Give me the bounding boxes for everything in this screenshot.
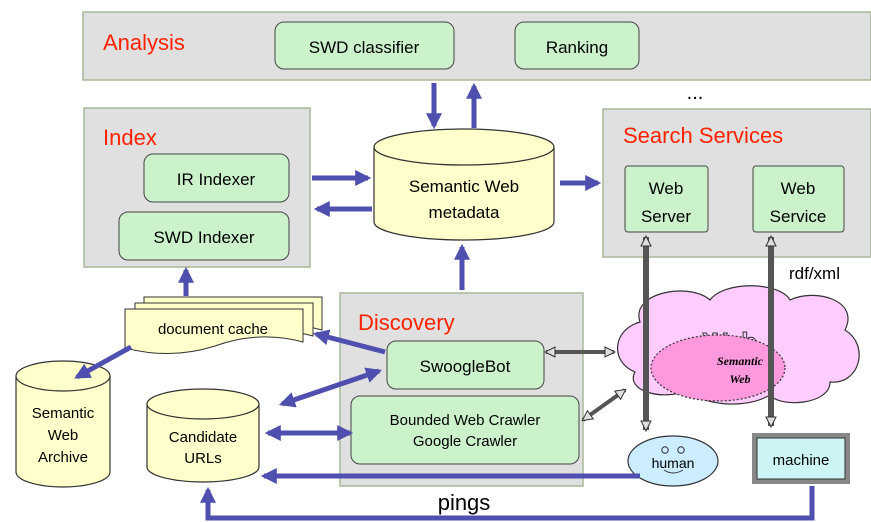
web-service-box: Web Service [752,165,845,233]
machine-agent: machine [752,433,850,484]
web-server-label-line2: Server [641,207,691,226]
swd-indexer-label: SWD Indexer [153,228,254,247]
arrow-cache-to-archive [74,344,133,380]
web-service-label-line1: Web [781,179,816,198]
arrow-crawler-web [583,388,625,422]
semantic-web-label-line1: Semantic [717,354,764,368]
human-agent: human [627,435,719,487]
semantic-web-label-line2: Web [729,372,750,386]
swooglebot-box: SwoogleBot [386,340,545,390]
crawler-label-line1: Bounded Web Crawler [390,412,541,429]
document-cache-stack: document cache [124,296,323,354]
rdf-xml-label: rdf/xml [789,264,840,283]
archive-label-line2: Web [48,427,79,444]
pings-label: pings [438,490,491,515]
document-cache-label: document cache [158,321,268,338]
arrow-machine-pings [199,486,815,521]
web-server-label-line1: Web [649,179,684,198]
web-cloud: Web Semantic Web [617,285,860,405]
machine-label: machine [773,452,830,469]
ir-indexer-box: IR Indexer [143,153,290,203]
crawler-box: Bounded Web Crawler Google Crawler [350,395,580,465]
ellipsis-label: ... [687,82,704,104]
human-smile [663,469,684,474]
swd-classifier-box: SWD classifier [274,21,455,70]
arrow-swooglebot-to-cache [312,329,386,355]
analysis-region: Analysis [82,11,871,81]
metadata-label-line2: metadata [429,203,500,222]
metadata-label-line1: Semantic Web [409,177,519,196]
semantic-web-archive-store: Semantic Web Archive [15,360,111,488]
human-eye-right [677,446,685,454]
semantic-web-metadata-store: Semantic Web metadata [373,128,555,241]
blue-arrows [74,82,815,521]
crawler-label-line2: Google Crawler [413,433,517,450]
archive-label-line3: Archive [38,449,88,466]
swd-indexer-box: SWD Indexer [118,211,290,261]
ir-indexer-label: IR Indexer [177,170,256,189]
analysis-title: Analysis [103,30,185,55]
candidate-urls-label-line1: Candidate [169,429,237,446]
search-services-title: Search Services [623,123,783,148]
ranking-box: Ranking [514,21,640,70]
discovery-title: Discovery [358,310,455,335]
web-service-label-line2: Service [770,207,827,226]
arrow-swooglebot-candidates [278,367,383,408]
web-server-box: Web Server [624,165,709,233]
archive-label-line1: Semantic [32,405,95,422]
human-eye-left [661,446,669,454]
candidate-urls-label-line2: URLs [184,450,222,467]
swd-classifier-label: SWD classifier [309,38,420,57]
swooglebot-label: SwoogleBot [420,357,511,376]
candidate-urls-store: Candidate URLs [146,388,260,483]
ranking-label: Ranking [546,38,608,57]
grey-arrows [546,237,771,430]
index-title: Index [103,125,157,150]
human-label: human [652,455,695,471]
